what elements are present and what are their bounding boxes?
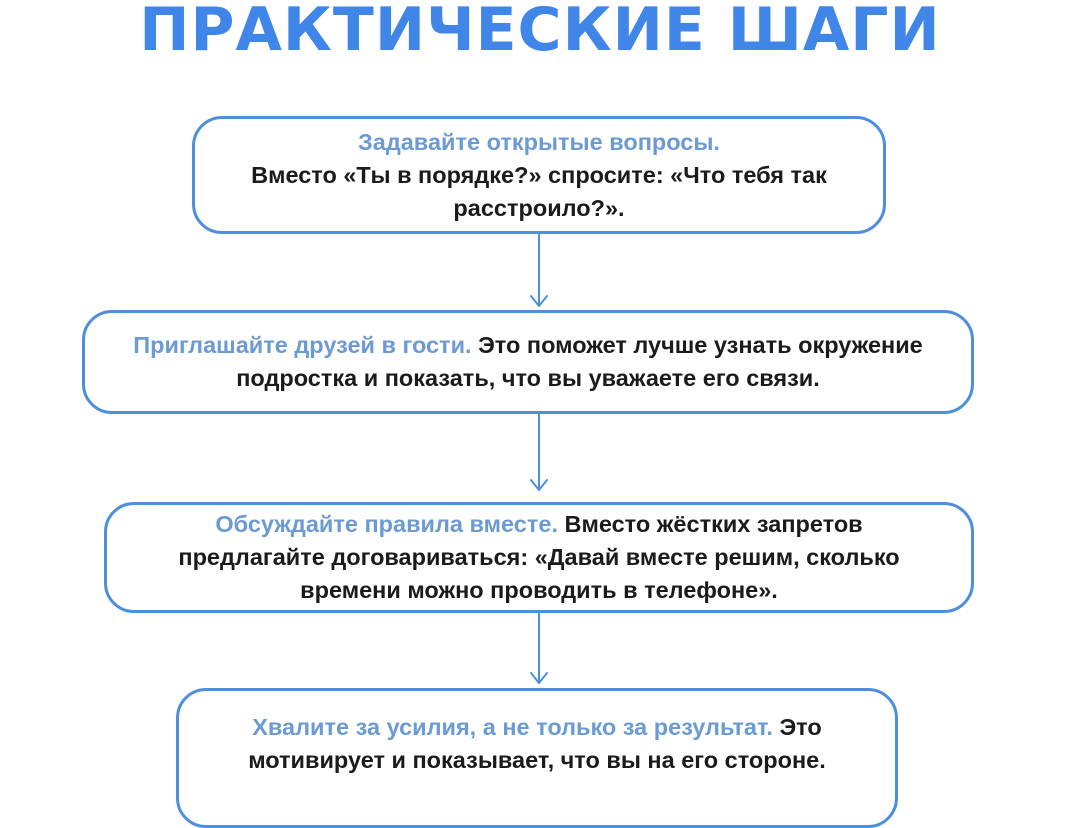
connector-arrow-3 xyxy=(530,612,548,684)
step-box-discuss-rules: Обсуждайте правила вместе. Вместо жёстки… xyxy=(104,502,974,613)
step-paragraph: Приглашайте друзей в гости. Это поможет … xyxy=(97,329,959,395)
step-text: Это поможет лучше узнать окружение подро… xyxy=(236,332,923,391)
step-text: Это мотивирует и показывает, что вы на е… xyxy=(248,714,826,773)
step-paragraph: Обсуждайте правила вместе. Вместо жёстки… xyxy=(147,508,931,607)
step-text: Вместо жёстких запретов предлагайте дого… xyxy=(178,511,900,603)
step-text: Вместо «Ты в порядке?» спросите: «Что те… xyxy=(251,161,827,221)
step-lead: Хвалите за усилия, а не только за резуль… xyxy=(252,714,773,740)
step-box-praise-effort: Хвалите за усилия, а не только за резуль… xyxy=(176,688,898,828)
step-lead: Обсуждайте правила вместе. xyxy=(215,511,558,537)
step-lead: Приглашайте друзей в гости. xyxy=(133,332,472,358)
step-paragraph: Задавайте открытые вопросы. Вместо «Ты в … xyxy=(225,126,853,225)
connector-arrow-2 xyxy=(530,413,548,491)
step-box-invite-friends: Приглашайте друзей в гости. Это поможет … xyxy=(82,310,974,414)
flow-connectors xyxy=(530,233,548,684)
step-lead: Задавайте открытые вопросы. xyxy=(358,128,720,155)
connector-arrow-1 xyxy=(530,233,548,307)
step-paragraph: Хвалите за усилия, а не только за резуль… xyxy=(239,711,835,777)
step-box-open-questions: Задавайте открытые вопросы. Вместо «Ты в … xyxy=(192,116,886,234)
page-title: ПРАКТИЧЕСКИЕ ШАГИ xyxy=(139,0,941,65)
